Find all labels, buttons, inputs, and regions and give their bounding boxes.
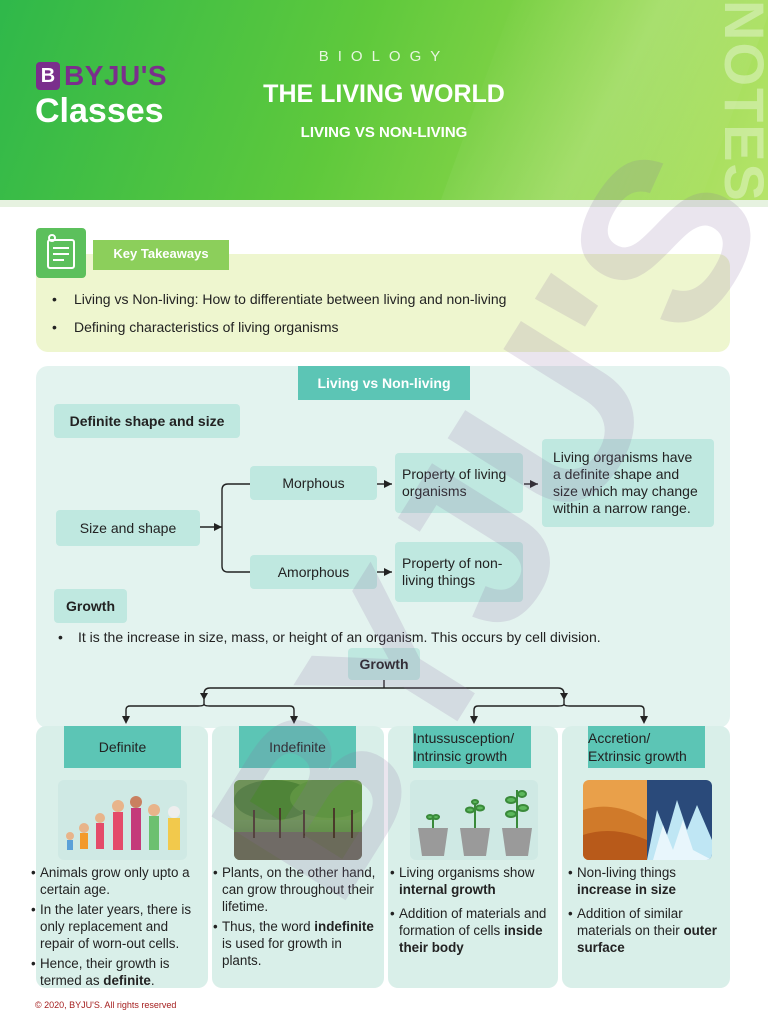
growth-definition: •It is the increase in size, mass, or he… <box>58 629 601 645</box>
desert-and-ice-photo <box>583 780 712 860</box>
indefinite-card-text: •Plants, on the other hand, can grow thr… <box>213 865 376 968</box>
property-nonliving-node: Property of non-living things <box>395 542 523 602</box>
subject-label: BIOLOGY <box>318 48 450 65</box>
property-living-node: Property of living organisms <box>395 453 523 513</box>
classes-logo-text: Classes <box>35 92 164 130</box>
key-takeaways-box <box>36 254 730 352</box>
potted-plants-illustration <box>410 780 538 860</box>
amorphous-node: Amorphous <box>250 555 377 589</box>
key-takeaways-label: Key Takeaways <box>113 246 209 261</box>
page-title: THE LIVING WORLD <box>263 80 505 108</box>
notes-icon <box>36 228 86 278</box>
card-head-intrinsic: Intussusception/ Intrinsic growth <box>413 726 531 768</box>
people-growth-illustration <box>58 780 187 860</box>
header-banner <box>0 0 768 200</box>
shape-size-title: Definite shape and size <box>54 404 240 438</box>
byjus-logo-text: BYJU'S <box>64 60 168 91</box>
intrinsic-card-text: •Living organisms show internal growth •… <box>390 865 547 955</box>
byjus-logo-mark: B <box>36 62 60 90</box>
card-head-definite: Definite <box>64 726 181 768</box>
notes-side-label: NOTES <box>713 0 768 203</box>
section-header: Living vs Non-living <box>298 366 470 400</box>
takeaway-item: •Defining characteristics of living orga… <box>52 319 339 335</box>
extrinsic-card-text: •Non-living things increase in size •Add… <box>568 865 717 955</box>
takeaway-item: •Living vs Non-living: How to differenti… <box>52 291 507 307</box>
growth-node: Growth <box>348 648 420 680</box>
living-shape-description: Living organisms have a definite shape a… <box>542 439 714 527</box>
size-and-shape-node: Size and shape <box>56 510 200 546</box>
growth-title: Growth <box>54 589 127 623</box>
key-takeaways-label-bg <box>93 240 229 270</box>
card-head-extrinsic: Accretion/ Extrinsic growth <box>588 726 705 768</box>
page-subtitle: LIVING VS NON-LIVING <box>300 124 468 141</box>
definite-card-text: •Animals grow only upto a certain age. •… <box>31 865 192 988</box>
header-divider <box>0 200 768 207</box>
card-head-indefinite: Indefinite <box>239 726 356 768</box>
copyright-footer: © 2020, BYJU'S. All rights reserved <box>35 1000 177 1010</box>
morphous-node: Morphous <box>250 466 377 500</box>
banyan-tree-photo <box>234 780 362 860</box>
